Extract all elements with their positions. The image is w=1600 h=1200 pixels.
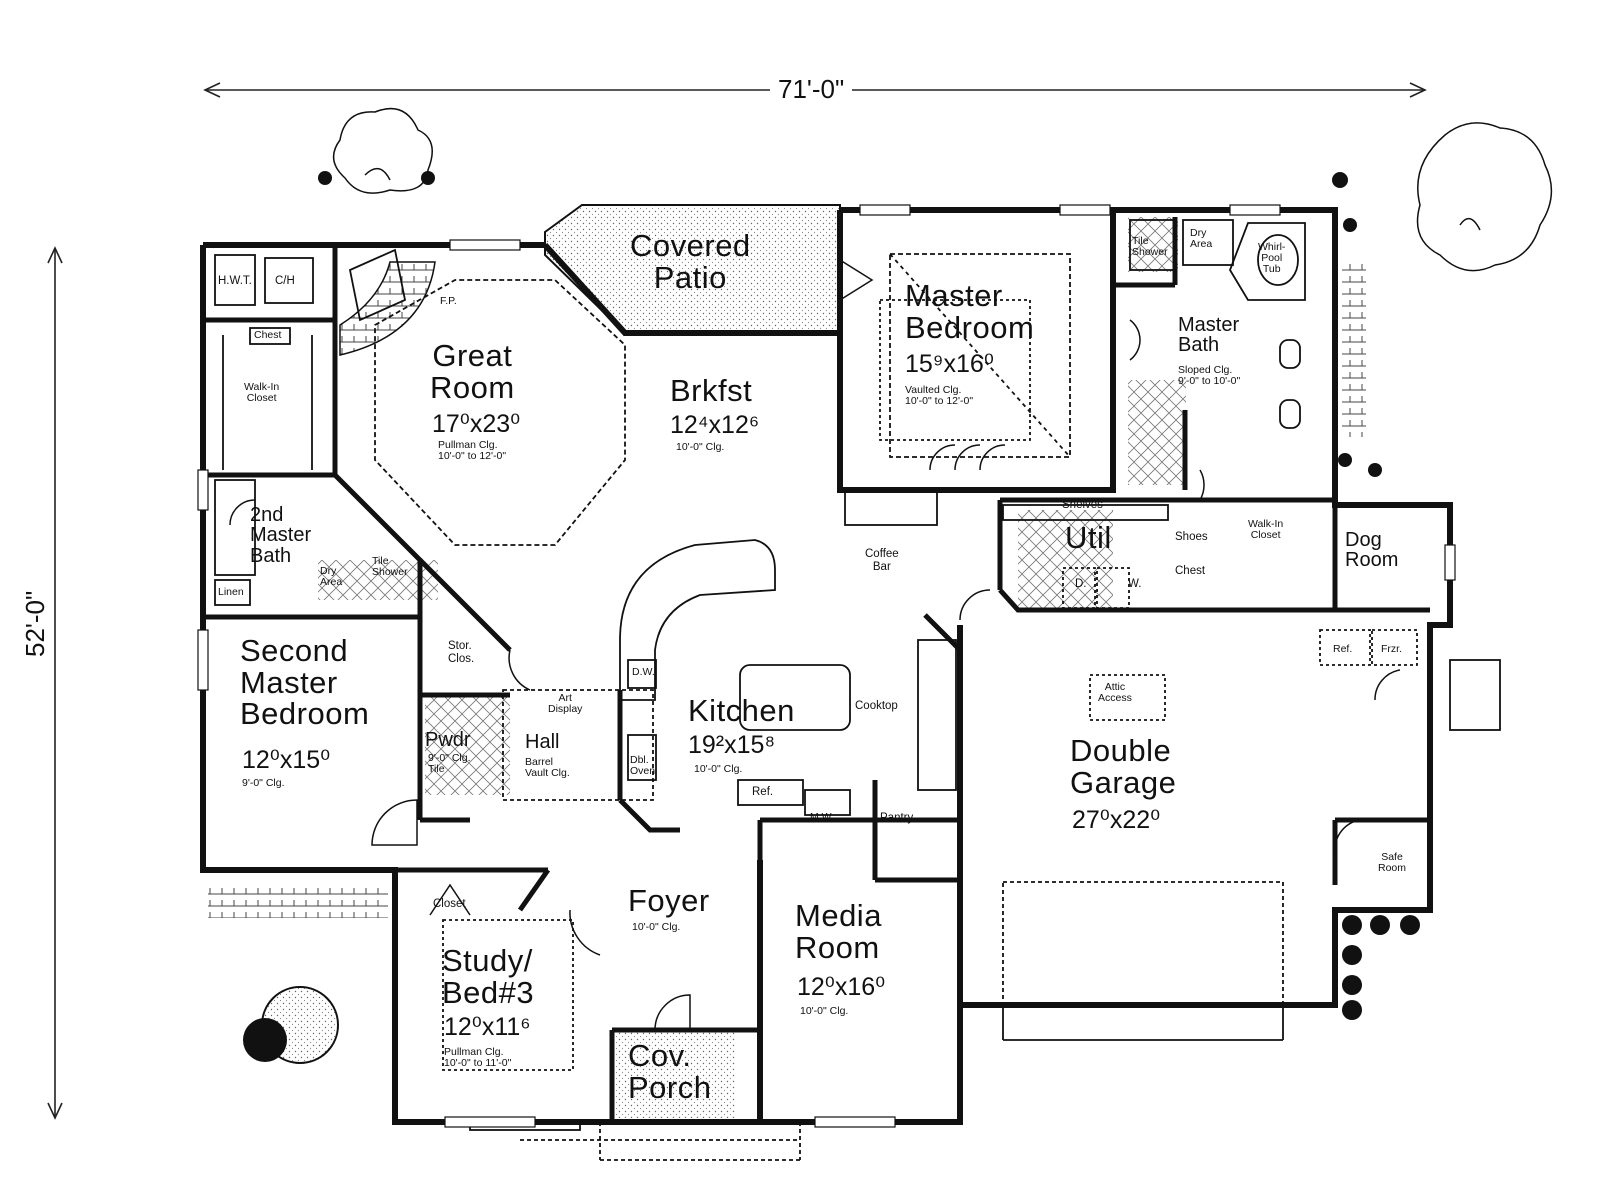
dry-area-master-label: Dry Area xyxy=(1190,227,1213,251)
dryer-label: D. xyxy=(1075,578,1087,590)
master-bedroom-note: Vaulted Clg. 10'-0" to 12'-0" xyxy=(905,384,974,408)
chest-top-label: Chest xyxy=(254,329,282,341)
study-note: Pullman Clg. 10'-0" to 11'-0" xyxy=(444,1046,512,1070)
tile-area-util xyxy=(1018,510,1113,610)
media-room-note: 10'-0" Clg. xyxy=(800,1005,849,1017)
kitchen-size: 19²x15⁸ xyxy=(688,731,775,759)
second-master-bedroom-note: 9'-0" Clg. xyxy=(242,777,285,789)
width-dimension: 71'-0" xyxy=(770,74,853,105)
ref-garage-label: Ref. xyxy=(1333,643,1353,655)
study-size: 12⁰x11⁶ xyxy=(444,1013,531,1041)
landscape-bed-right xyxy=(1342,262,1366,437)
dry-area-2nd-label: Dry Area xyxy=(320,565,343,589)
brkfst-label: Brkfst xyxy=(670,373,753,408)
dw-label: D.W. xyxy=(632,666,655,678)
tile-area-master-wc xyxy=(1128,380,1186,485)
coffee-bar-label: Coffee Bar xyxy=(865,548,899,573)
great-room-note: Pullman Clg. 10'-0" to 12'-0" xyxy=(438,439,507,463)
whirlpool-label: Whirl- Pool Tub xyxy=(1258,241,1286,276)
stor-clos-label: Stor. Clos. xyxy=(448,640,475,665)
cov-porch-label: Cov. Porch xyxy=(628,1038,712,1105)
linen-label: Linen xyxy=(218,586,244,598)
tile-shower-master-label: Tile Shower xyxy=(1132,235,1168,259)
covered-patio-label: Covered Patio xyxy=(630,228,751,295)
media-room-label: Media Room xyxy=(795,898,882,965)
landscape-bed-left xyxy=(208,888,388,918)
windows xyxy=(197,204,1456,1128)
pantry-label: Pantry xyxy=(880,812,914,824)
second-master-bedroom-label: Second Master Bedroom xyxy=(240,633,370,732)
util-label: Util xyxy=(1065,520,1112,555)
master-bath-label: Master Bath xyxy=(1178,314,1240,357)
cov-porch-floor xyxy=(612,1030,736,1118)
washer-label: W. xyxy=(1128,578,1142,590)
second-master-bedroom-size: 12⁰x15⁰ xyxy=(242,746,331,774)
media-room-size: 12⁰x16⁰ xyxy=(797,973,886,1001)
kitchen-note: 10'-0" Clg. xyxy=(694,763,743,775)
tree-icon xyxy=(1416,122,1553,272)
double-garage-size: 27⁰x22⁰ xyxy=(1072,806,1161,834)
hwt-label: H.W.T. xyxy=(218,275,252,287)
foyer-note: 10'-0" Clg. xyxy=(632,921,681,933)
foyer-label: Foyer xyxy=(628,883,710,918)
landscape-trees xyxy=(332,107,1553,272)
brkfst-note: 10'-0" Clg. xyxy=(676,441,725,453)
depth-dimension: 52'-0" xyxy=(20,582,51,665)
door-swings xyxy=(229,259,1401,1031)
master-bedroom-size: 15⁹x16⁰ xyxy=(905,350,994,378)
walkin-closet-left-label: Walk-In Closet xyxy=(244,381,280,405)
depth-dimension-line xyxy=(47,246,63,1120)
fixtures xyxy=(214,219,1501,1161)
pwdr-note: 9'-0" Clg. Tile xyxy=(428,752,471,776)
great-room-size: 17⁰x23⁰ xyxy=(432,410,521,438)
interior-walls xyxy=(203,217,1430,1122)
tile-shower-2nd-label: Tile Shower xyxy=(372,555,408,579)
ref-kitchen-label: Ref. xyxy=(752,786,774,798)
fp-label: F.P. xyxy=(440,295,457,307)
great-room-label: Great Room xyxy=(430,338,515,405)
chest-util-label: Chest xyxy=(1175,565,1206,577)
ch-label: C/H xyxy=(275,275,295,287)
kitchen-label: Kitchen xyxy=(688,693,795,728)
mw-label: M.W. xyxy=(810,811,834,823)
cooktop-label: Cooktop xyxy=(855,700,898,712)
second-master-bath-label: 2nd Master Bath xyxy=(250,504,312,567)
art-display-label: Art Display xyxy=(548,692,583,716)
dog-room-label: Dog Room xyxy=(1345,529,1399,572)
pwdr-label: Pwdr xyxy=(425,729,471,751)
safe-room-label: Safe Room xyxy=(1378,851,1407,875)
tile-area-pwdr xyxy=(425,695,510,795)
tile-area-master xyxy=(1128,217,1178,272)
attic-access-label: Attic Access xyxy=(1098,681,1132,705)
shrub-icons xyxy=(243,171,1420,1064)
closet-study-label: Closet xyxy=(433,898,466,910)
master-bedroom-label: Master Bedroom xyxy=(905,278,1035,345)
double-garage-label: Double Garage xyxy=(1070,733,1177,800)
shoes-label: Shoes xyxy=(1175,531,1208,543)
brkfst-size: 12⁴x12⁶ xyxy=(670,411,760,439)
walkin-closet-right-label: Walk-In Closet xyxy=(1248,518,1284,542)
master-bath-note: Sloped Clg. 9'-0" to 10'-0" xyxy=(1178,364,1241,388)
tree-icon xyxy=(332,107,433,194)
shelves-label: Shelves xyxy=(1062,499,1103,511)
dbl-oven-label: Dbl. Oven xyxy=(630,754,656,778)
frzr-label: Frzr. xyxy=(1381,643,1402,655)
hall-note: Barrel Vault Clg. xyxy=(525,756,570,780)
study-label: Study/ Bed#3 xyxy=(442,943,535,1010)
hall-label: Hall xyxy=(525,731,560,753)
